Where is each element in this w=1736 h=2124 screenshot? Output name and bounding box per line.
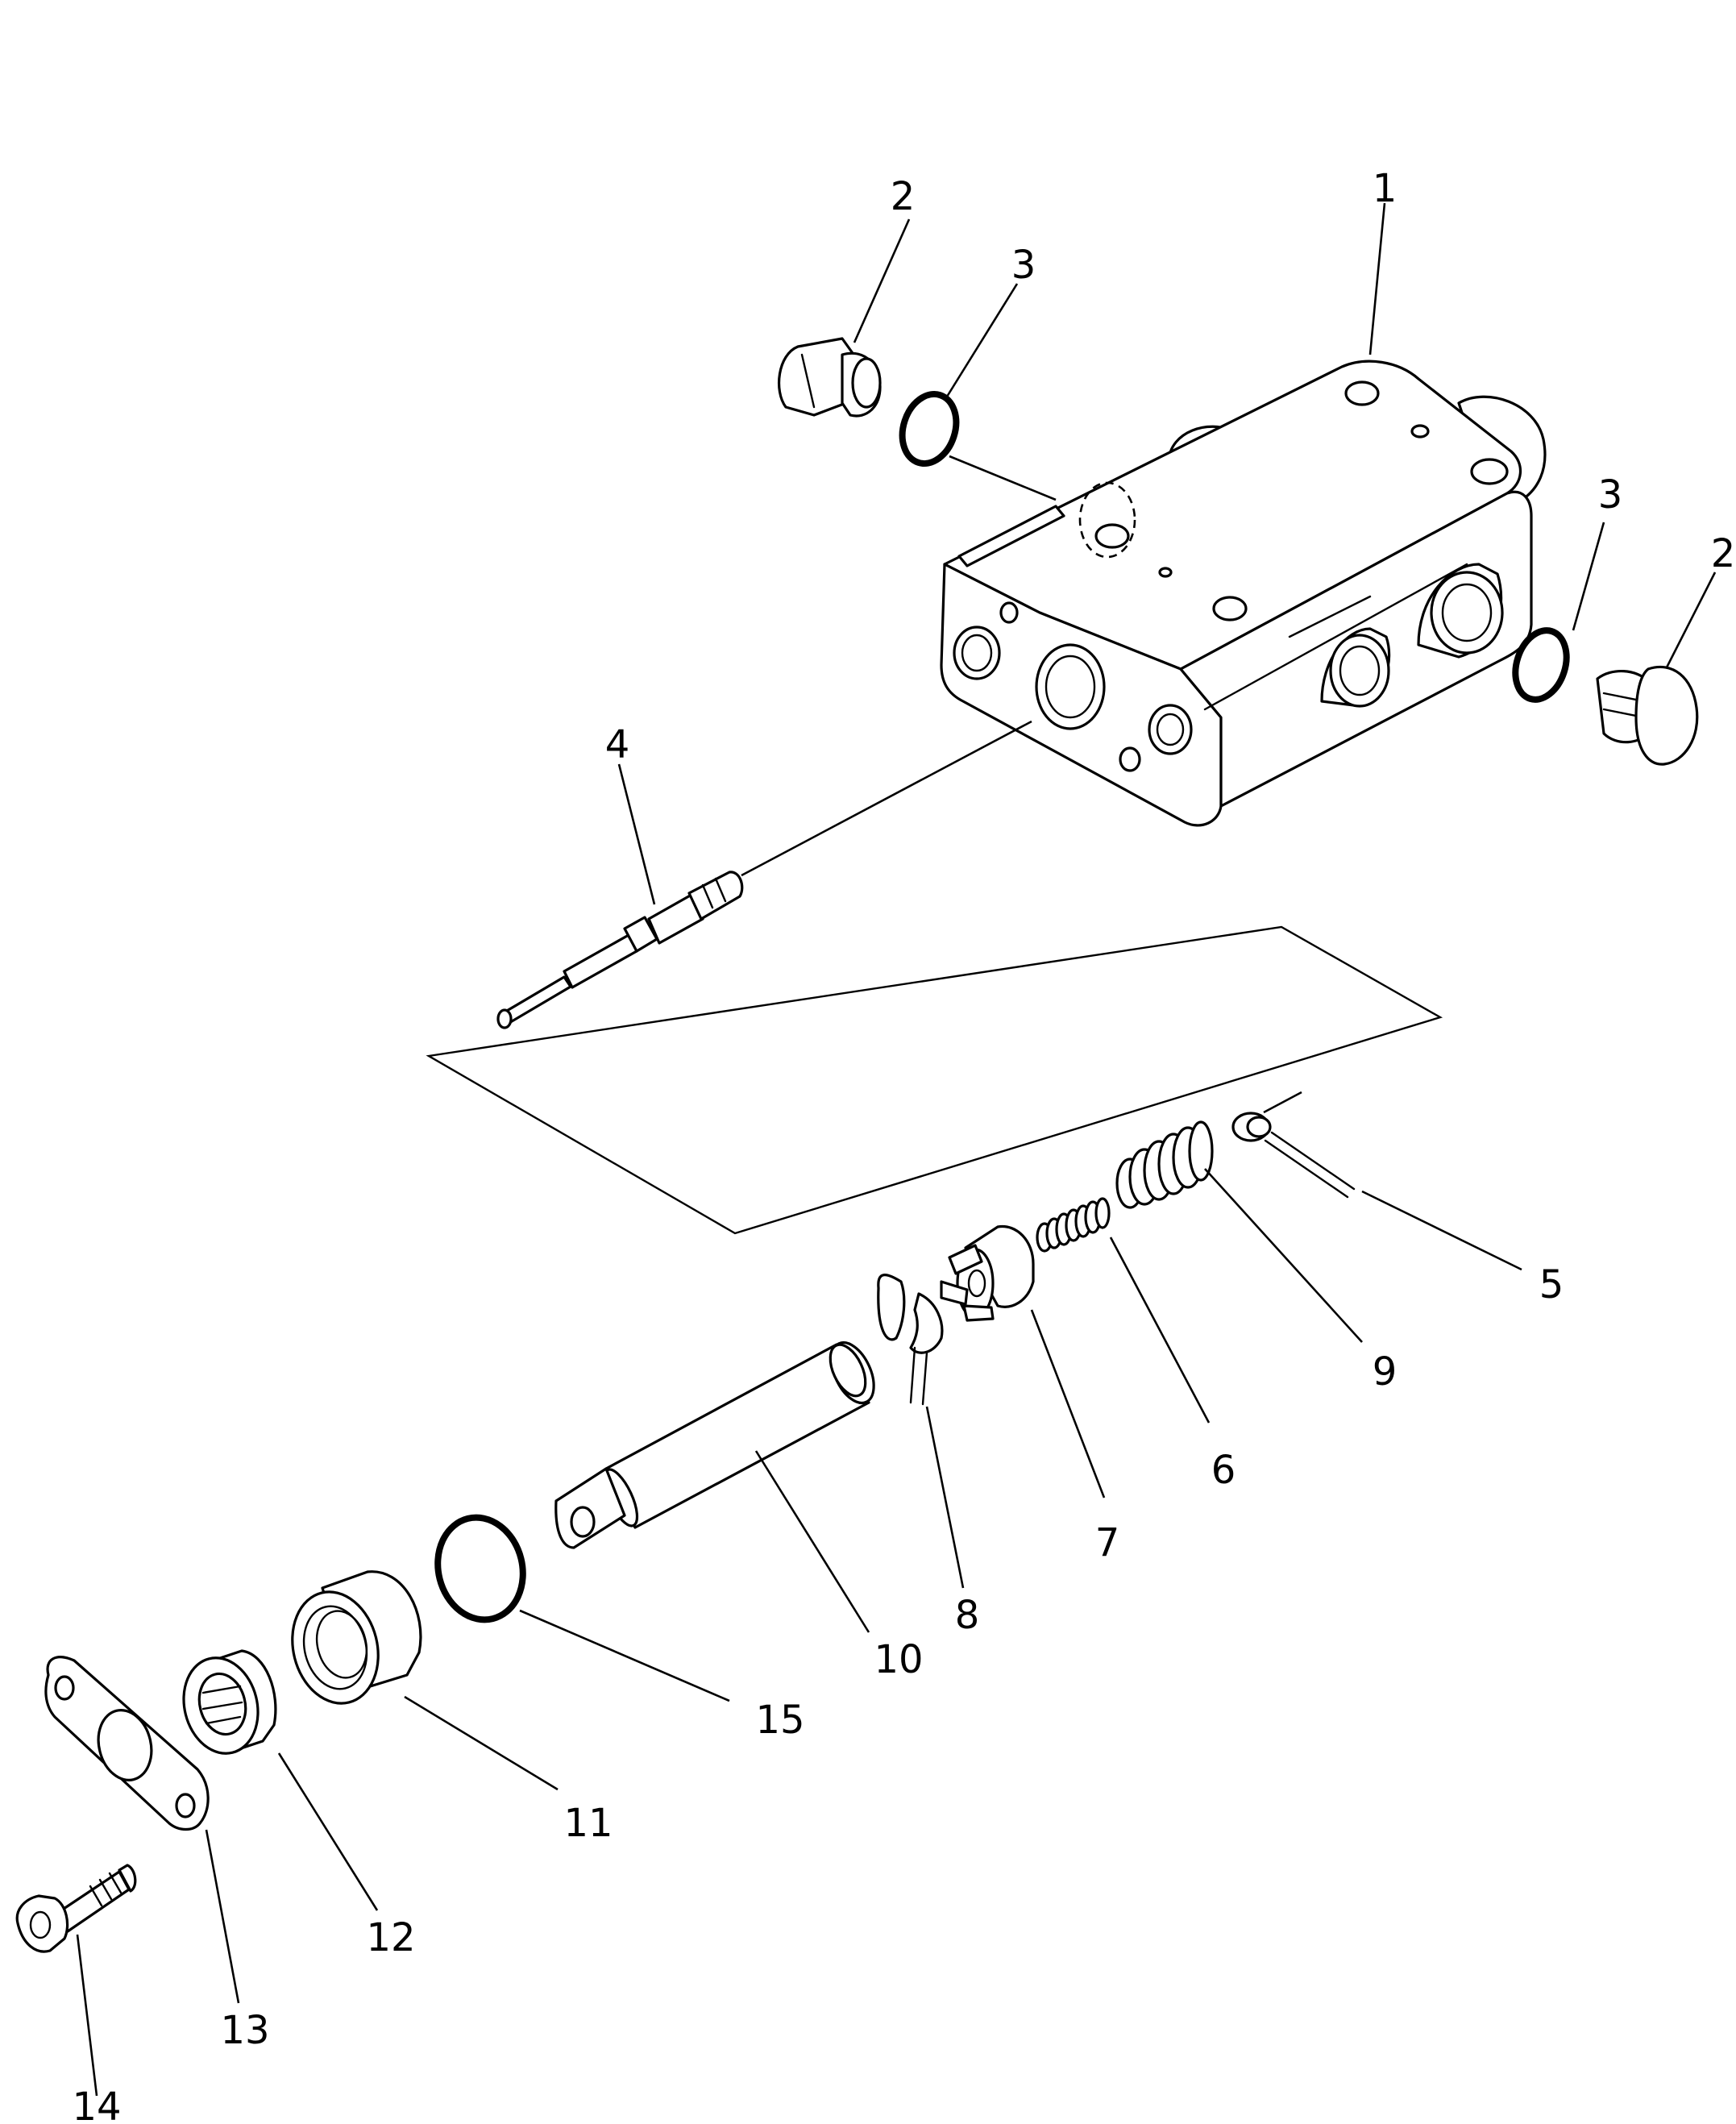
callout-6: 6 (1211, 1448, 1236, 1493)
callout-5: 5 (1539, 1262, 1564, 1307)
leader-lines (76, 202, 1717, 2097)
callout-3-right: 3 (1598, 472, 1623, 517)
callout-9: 9 (1373, 1349, 1398, 1395)
callout-10: 10 (874, 1637, 923, 1682)
callout-1: 1 (1373, 166, 1398, 211)
part-bushing (291, 1570, 422, 1705)
callout-13: 13 (220, 2008, 269, 2053)
callout-3-top: 3 (1011, 243, 1036, 288)
part-seal (182, 1649, 277, 1755)
callout-12: 12 (366, 1915, 415, 1960)
part-plug-left (778, 337, 882, 418)
part-split-collet (877, 1274, 944, 1406)
callout-2-top: 2 (891, 174, 916, 219)
part-spring-large (1115, 1120, 1214, 1209)
callout-14: 14 (72, 2085, 121, 2124)
part-oring-15 (434, 1514, 526, 1623)
part-spring-small (1036, 1197, 1111, 1253)
callout-4: 4 (605, 722, 630, 767)
part-bolt (15, 1864, 137, 1953)
part-oring-left (899, 391, 960, 467)
callout-7: 7 (1095, 1520, 1120, 1565)
callout-8: 8 (955, 1593, 980, 1638)
callout-15: 15 (755, 1698, 804, 1743)
part-piston-rod (554, 1340, 875, 1549)
callout-labels: 1 2 2 3 3 4 5 6 7 8 9 10 11 12 13 14 15 (72, 166, 1735, 2124)
part-oring-right (1512, 627, 1570, 703)
kit-outline-box (426, 925, 1443, 1235)
part-flange-gasket (44, 1656, 210, 1831)
part-retainer (940, 1224, 1035, 1322)
part-cap-pin (1231, 1112, 1356, 1199)
callout-11: 11 (563, 1801, 613, 1846)
callout-2-right: 2 (1711, 531, 1736, 576)
part-valve-body (940, 360, 1547, 827)
part-plug-right (1596, 665, 1699, 766)
part-spool-pin (496, 871, 744, 1029)
